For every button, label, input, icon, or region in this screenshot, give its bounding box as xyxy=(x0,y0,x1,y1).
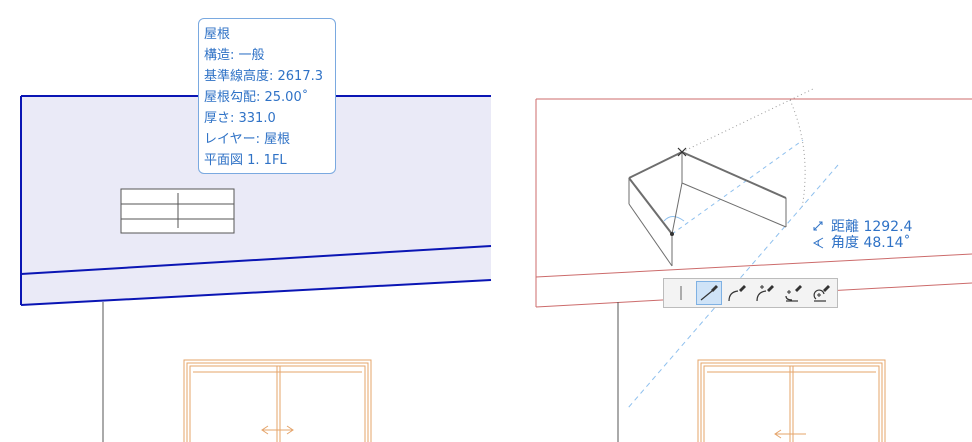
tool-straight-segment-icon xyxy=(700,285,718,301)
tool-polyline-icon xyxy=(680,286,682,300)
tooltip-roof-pitch: 屋根勾配: 25.00˚ xyxy=(204,90,309,105)
door-left[interactable] xyxy=(183,359,372,442)
guide-dotted-ray xyxy=(681,87,816,153)
door-right[interactable] xyxy=(697,359,886,442)
tool-polyline-button[interactable] xyxy=(668,281,694,305)
tool-center-arc-button[interactable] xyxy=(780,281,806,305)
tooltip-thickness: 厚さ: 331.0 xyxy=(204,111,276,126)
guide-eave xyxy=(535,253,972,278)
left-elevation-view xyxy=(20,95,492,442)
tool-three-point-arc-button[interactable] xyxy=(752,281,778,305)
roof-wireframe xyxy=(628,151,787,267)
guide-dotted-arc xyxy=(789,99,806,209)
distance-icon xyxy=(813,221,823,231)
element-info-tooltip: 屋根 構造: 一般 基準線高度: 2617.3 屋根勾配: 25.00˚ 厚さ:… xyxy=(198,18,336,174)
angle-value: 角度 48.14˚ xyxy=(831,235,911,251)
tooltip-structure: 構造: 一般 xyxy=(204,48,265,63)
geometry-method-toolbar xyxy=(663,278,838,308)
angle-icon xyxy=(812,237,824,249)
cursor-cross-icon xyxy=(677,147,687,157)
tool-tangent-arc-icon xyxy=(728,285,746,302)
roof-bottom-edge xyxy=(20,279,492,306)
tool-circle-arc-icon xyxy=(813,285,830,302)
roof-eave-line xyxy=(20,245,492,275)
distance-value: 距離 1292.4 xyxy=(831,219,913,235)
tool-three-point-arc-icon xyxy=(756,285,774,302)
tooltip-layer: レイヤー: 屋根 xyxy=(204,132,291,147)
tool-circle-arc-button[interactable] xyxy=(808,281,834,305)
right-elevation-view xyxy=(535,87,972,442)
tool-center-arc-icon xyxy=(785,285,802,302)
tooltip-element-type: 屋根 xyxy=(204,27,231,42)
tool-tangent-arc-button[interactable] xyxy=(724,281,750,305)
tooltip-story: 平面図 1. 1FL xyxy=(204,153,287,168)
guide-dashed-ray xyxy=(671,139,804,235)
small-window-symbol xyxy=(120,188,235,234)
angle-arc xyxy=(663,216,685,222)
tool-straight-segment-button[interactable] xyxy=(696,281,722,305)
tooltip-reference-height: 基準線高度: 2617.3 xyxy=(204,69,323,84)
